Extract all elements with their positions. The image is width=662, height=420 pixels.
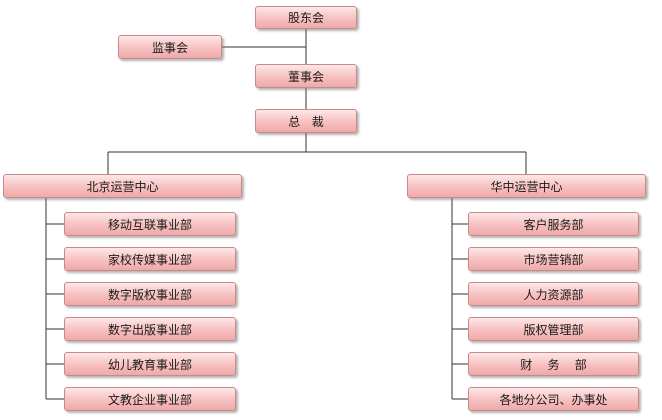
- beijing-dept-box: 数字版权事业部: [64, 282, 236, 306]
- beijing-dept-box: 移动互联事业部: [64, 212, 236, 236]
- beijing-dept-box: 文教企业事业部: [64, 387, 236, 411]
- supervisors-box: 监事会: [118, 35, 222, 59]
- beijing-dept-box: 家校传媒事业部: [64, 247, 236, 271]
- central-china-dept-box: 各地分公司、办事处: [468, 387, 639, 411]
- central-china-dept-box: 财 务 部: [468, 352, 639, 376]
- shareholders-box: 股东会: [255, 6, 357, 29]
- central-china-dept-box: 客户服务部: [468, 212, 639, 236]
- central-china-dept-box: 市场营销部: [468, 247, 639, 271]
- central-china-dept-box: 人力资源部: [468, 282, 639, 306]
- president-box: 总 裁: [255, 109, 357, 133]
- central-china-dept-box: 版权管理部: [468, 317, 639, 341]
- beijing-dept-box: 幼儿教育事业部: [64, 352, 236, 376]
- beijing-center-box: 北京运营中心: [3, 174, 242, 198]
- beijing-dept-box: 数字出版事业部: [64, 317, 236, 341]
- central-china-center-box: 华中运营中心: [407, 174, 646, 198]
- board-box: 董事会: [255, 64, 357, 88]
